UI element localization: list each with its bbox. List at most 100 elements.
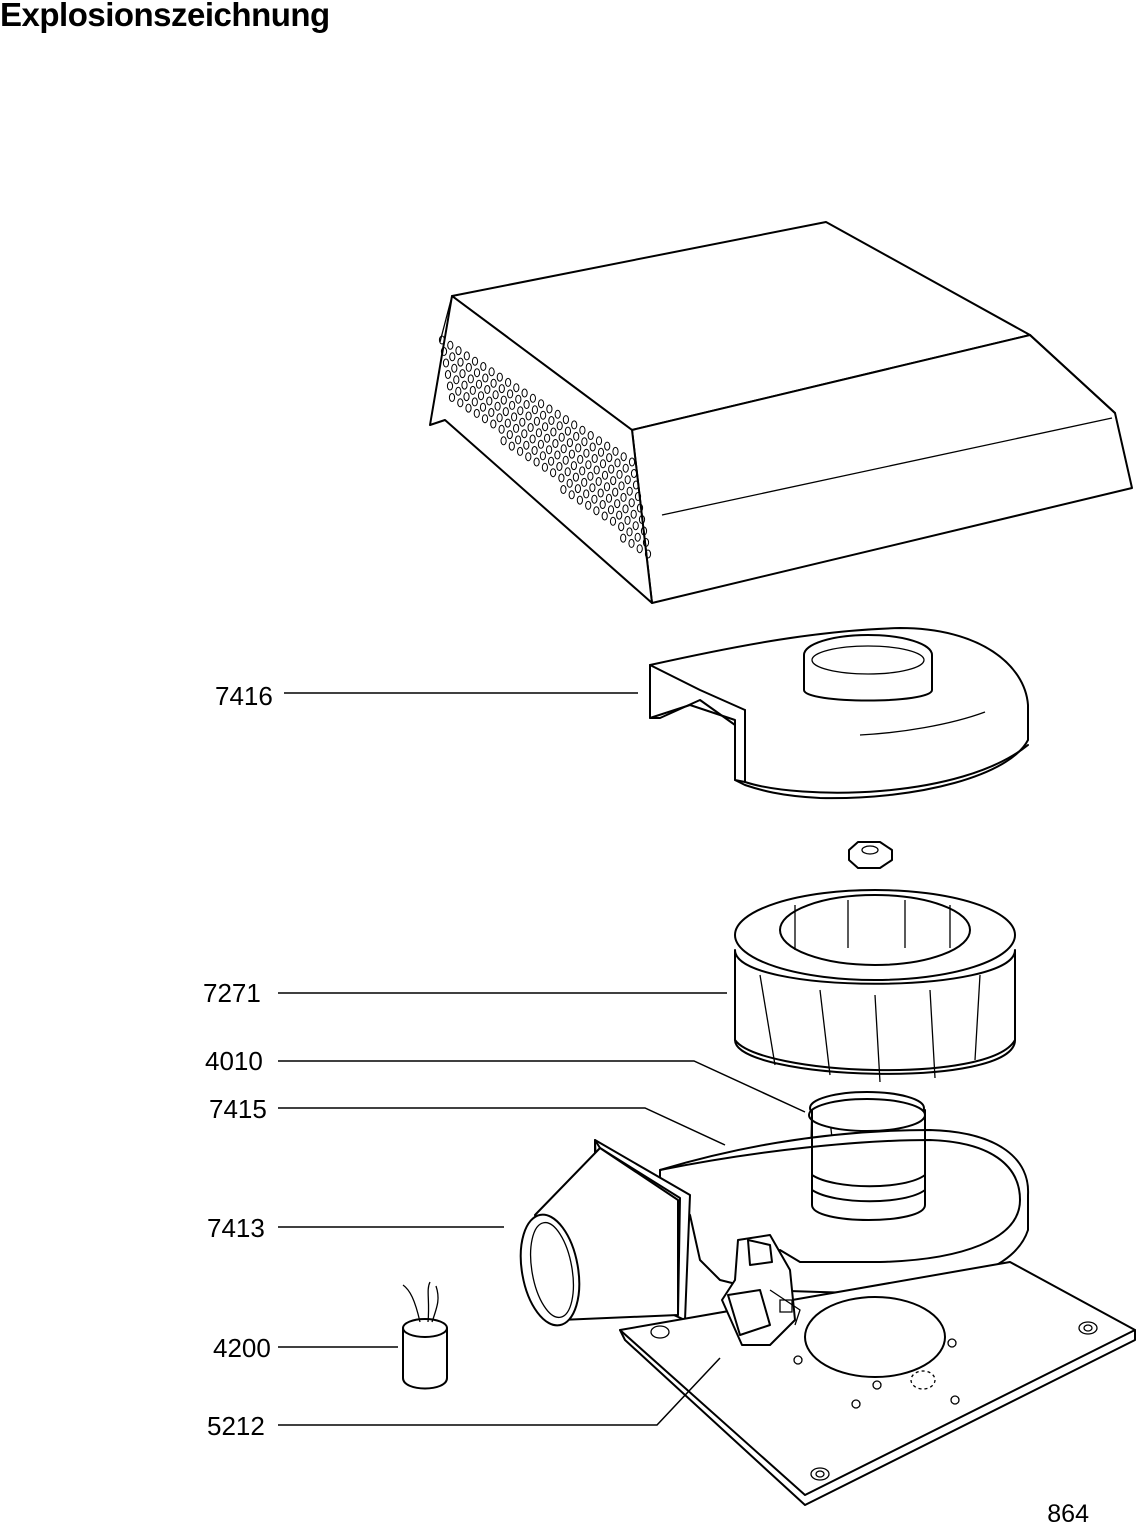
vent-hole xyxy=(572,472,580,482)
vent-hole xyxy=(477,391,485,401)
vent-hole xyxy=(560,485,567,494)
page-title: Explosionszeichnung xyxy=(0,0,330,33)
vent-hole xyxy=(597,447,605,457)
part-label-4010: 4010 xyxy=(205,1046,263,1076)
vent-hole xyxy=(525,452,532,462)
vent-hole xyxy=(508,400,516,410)
vent-hole xyxy=(640,526,648,536)
vent-hole xyxy=(527,423,534,432)
vent-hole xyxy=(459,369,466,379)
vent-hole xyxy=(457,357,464,367)
vent-hole xyxy=(463,392,470,402)
vent-hole xyxy=(577,454,584,464)
fan-wheel xyxy=(734,889,1016,1083)
vent-hole xyxy=(507,389,514,399)
vent-hole xyxy=(604,441,611,451)
vent-hole xyxy=(599,459,607,469)
vent-hole xyxy=(601,511,608,521)
hex-nut xyxy=(848,841,893,869)
vent-hole xyxy=(579,425,586,435)
vent-hole xyxy=(447,340,454,350)
vent-hole xyxy=(638,515,646,524)
outlet-duct xyxy=(519,1139,691,1327)
vent-hole xyxy=(510,412,518,422)
vent-hole xyxy=(533,457,540,467)
vent-hole xyxy=(585,500,592,510)
vent-hole xyxy=(618,522,625,532)
vent-hole xyxy=(614,458,621,468)
vent-hole xyxy=(546,404,553,414)
vent-hole xyxy=(506,430,513,440)
part-label-4200: 4200 xyxy=(213,1333,271,1363)
vent-hole xyxy=(469,385,476,395)
leader-7415 xyxy=(278,1107,726,1146)
vent-hole xyxy=(523,440,530,450)
vent-hole xyxy=(634,492,642,501)
vent-hole xyxy=(618,481,625,491)
capacitor xyxy=(402,1281,448,1390)
leader-4010 xyxy=(278,1060,806,1113)
base-plate xyxy=(619,1261,1136,1506)
vent-hole xyxy=(630,469,638,478)
vent-hole xyxy=(488,367,495,377)
vent-hole xyxy=(486,396,493,406)
vent-hole xyxy=(442,358,450,368)
capacitor-bracket xyxy=(721,1234,801,1346)
vent-hole xyxy=(560,444,567,454)
vent-hole xyxy=(628,457,636,467)
vent-hole xyxy=(544,433,551,443)
vent-hole xyxy=(508,441,515,451)
vent-hole xyxy=(628,498,635,508)
vent-hole xyxy=(585,460,592,470)
vent-hole xyxy=(479,402,487,412)
vent-hole xyxy=(620,533,627,543)
vent-hole xyxy=(554,409,561,419)
vent-hole xyxy=(556,462,563,471)
vent-hole xyxy=(552,439,559,448)
part-label-5212: 5212 xyxy=(207,1411,265,1441)
vent-hole xyxy=(505,377,512,387)
vent-hole xyxy=(636,503,644,513)
vent-hole xyxy=(605,493,613,503)
vent-hole xyxy=(480,362,487,371)
vent-hole xyxy=(591,454,598,463)
vent-hole xyxy=(612,446,619,456)
vent-hole xyxy=(620,492,627,502)
vent-hole xyxy=(481,414,489,424)
vent-hole xyxy=(575,443,582,453)
vent-hole xyxy=(581,477,588,487)
vent-hole xyxy=(644,549,652,559)
vent-hole xyxy=(490,378,497,388)
leader-5212 xyxy=(278,1357,721,1426)
vent-hole xyxy=(616,469,623,479)
vent-hole xyxy=(587,431,594,440)
vent-hole xyxy=(607,505,615,515)
vent-hole xyxy=(608,464,615,474)
vent-hole xyxy=(490,419,497,429)
vent-hole xyxy=(548,456,555,466)
vent-hole xyxy=(535,428,543,438)
vent-hole xyxy=(463,351,470,361)
vent-hole xyxy=(546,445,553,455)
vent-hole xyxy=(632,521,639,531)
vent-hole xyxy=(564,426,572,436)
vent-hole xyxy=(453,375,460,385)
vent-hole xyxy=(568,449,576,459)
vent-hole xyxy=(622,463,629,473)
cover-hood xyxy=(429,221,1133,604)
vent-hole xyxy=(624,475,631,485)
vent-hole xyxy=(531,405,539,415)
vent-hole xyxy=(538,399,545,409)
vent-hole xyxy=(471,356,479,366)
vent-hole xyxy=(593,465,600,475)
vent-hole xyxy=(537,439,545,449)
vent-hole xyxy=(496,413,503,423)
vent-hole xyxy=(448,393,456,402)
vent-hole xyxy=(484,385,491,394)
vent-hole xyxy=(455,346,462,356)
vent-hole xyxy=(606,453,613,463)
vent-hole xyxy=(515,435,522,445)
vent-hole xyxy=(579,466,586,476)
vent-hole xyxy=(515,394,522,404)
